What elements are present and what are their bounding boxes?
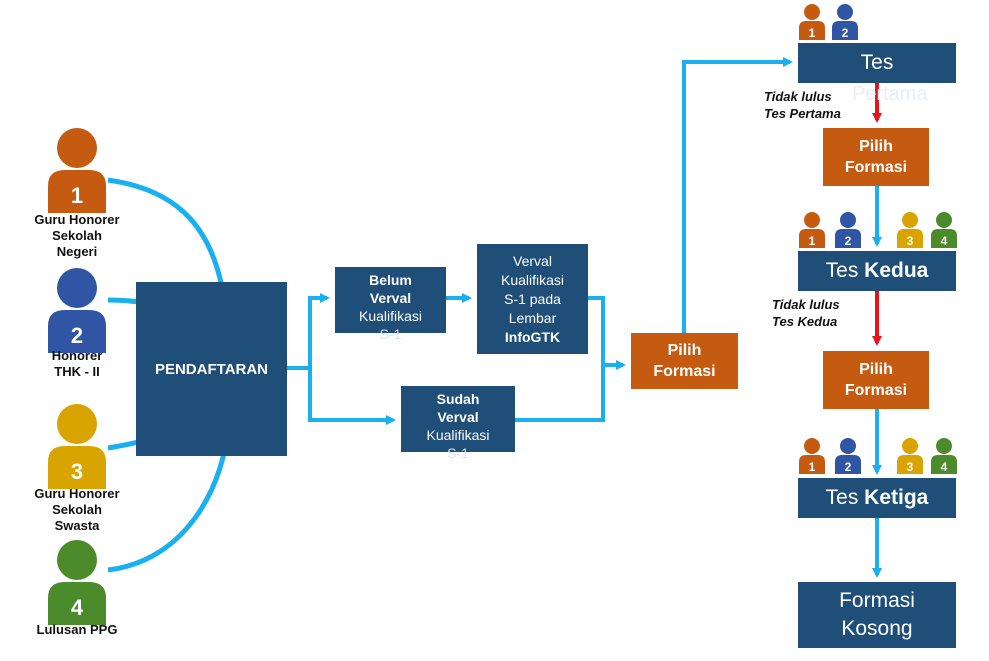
belum-line-2: Verval (369, 290, 412, 306)
mini-person-number-3: 3 (907, 234, 914, 248)
tes-kedua-suffix: Kedua (864, 259, 929, 282)
pendaftaran-label: PENDAFTARAN (154, 360, 269, 378)
mini-person-icon-3-b: 3 (897, 212, 923, 248)
person-icon-1: 1 (48, 128, 106, 213)
tes-ketiga-box: Tes Ketiga (798, 478, 956, 518)
infogtk-line-2: Kualifikasi (500, 271, 565, 288)
mini-person-icon-3-c: 3 (897, 438, 923, 474)
mini-person-icon-1-c: 1 (799, 438, 825, 474)
pilih-main-line-1: Pilih (667, 342, 702, 359)
infogtk-line-3: S-1 pada (504, 290, 561, 307)
mini-person-number-4: 4 (941, 234, 948, 248)
mini-person-icon-1-a: 1 (799, 4, 825, 40)
infogtk-line-4: Lembar (508, 309, 557, 326)
infogtk-line-1: Verval (513, 252, 552, 269)
sudah-line-2: Verval (437, 409, 479, 425)
mini-person-number-2: 2 (842, 26, 849, 40)
sudah-line-4: S-1 (447, 445, 469, 461)
belum-verval-box: Belum Verval Kualifikasi S-1 (335, 267, 446, 342)
belum-line-3: Kualifikasi (358, 308, 423, 324)
person-number-4: 4 (71, 595, 84, 620)
pilih2-line-2: Formasi (844, 382, 908, 399)
tes-pertama-suffix: Pertama (852, 83, 928, 105)
kosong-line-2: Kosong (841, 617, 913, 640)
pilih-formasi-1-box: Pilih Formasi (823, 128, 929, 186)
person-icon-4: 4 (48, 540, 106, 625)
mini-person-number-2: 2 (845, 460, 852, 474)
belum-line-1: Belum (369, 272, 412, 288)
mini-person-number-1: 1 (809, 460, 816, 474)
person-number-1: 1 (71, 183, 83, 208)
pendaftaran-box: PENDAFTARAN (136, 282, 287, 456)
line-sudah-to-merge (515, 365, 605, 422)
formasi-kosong-box: Formasi Kosong (798, 582, 956, 648)
sudah-verval-box: Sudah Verval Kualifikasi S-1 (401, 386, 515, 461)
tes-kedua-box: Tes Kedua (798, 251, 956, 291)
mini-person-icon-2-c: 2 (835, 438, 861, 474)
sudah-line-1: Sudah (436, 391, 480, 407)
belum-line-4: S-1 (379, 326, 402, 342)
sudah-line-3: Kualifikasi (426, 427, 490, 443)
person-icon-3: 3 (48, 404, 106, 489)
tes-ketiga-prefix: Tes (825, 486, 859, 509)
arrow-p1-to-pendaftaran (107, 177, 230, 308)
kosong-line-1: Formasi (839, 589, 915, 612)
mini-person-number-4: 4 (941, 460, 948, 474)
mini-person-icon-4-c: 4 (931, 438, 957, 474)
pilih-formasi-2-box: Pilih Formasi (823, 351, 929, 409)
arrow-pendaftaran-to-sudah (287, 366, 396, 425)
pilih-formasi-main-box: Pilih Formasi (631, 333, 738, 389)
arrow-infogtk-to-pilih (588, 296, 626, 370)
tes-pertama-prefix: Tes (860, 51, 894, 74)
mini-person-icon-2-b: 2 (835, 212, 861, 248)
mini-person-number-2: 2 (845, 234, 852, 248)
pilih1-line-2: Formasi (844, 159, 908, 176)
mini-person-icon-1-b: 1 (799, 212, 825, 248)
person-number-3: 3 (71, 459, 83, 484)
person-number-2: 2 (71, 323, 83, 348)
person-icon-2: 2 (48, 268, 106, 353)
mini-person-number-3: 3 (907, 460, 914, 474)
tes-kedua-prefix: Tes (825, 259, 859, 282)
tes-ketiga-suffix: Ketiga (864, 486, 929, 509)
pilih1-line-1: Pilih (859, 138, 893, 155)
participant-label-4: Lulusan PPG (36, 622, 118, 637)
pilih-main-line-2: Formasi (653, 363, 716, 380)
tes-pertama-box: Tes (798, 43, 956, 83)
mini-person-icon-2-a: 2 (832, 4, 858, 40)
verval-infogtk-box: Verval Kualifikasi S-1 pada Lembar InfoG… (477, 244, 588, 354)
mini-person-icon-4-b: 4 (931, 212, 957, 248)
infogtk-line-5: InfoGTK (504, 328, 561, 345)
mini-person-number-1: 1 (809, 26, 816, 40)
mini-person-number-1: 1 (809, 234, 816, 248)
arrow-pilih-to-tes-pertama (682, 57, 793, 333)
pilih2-line-1: Pilih (859, 361, 893, 378)
